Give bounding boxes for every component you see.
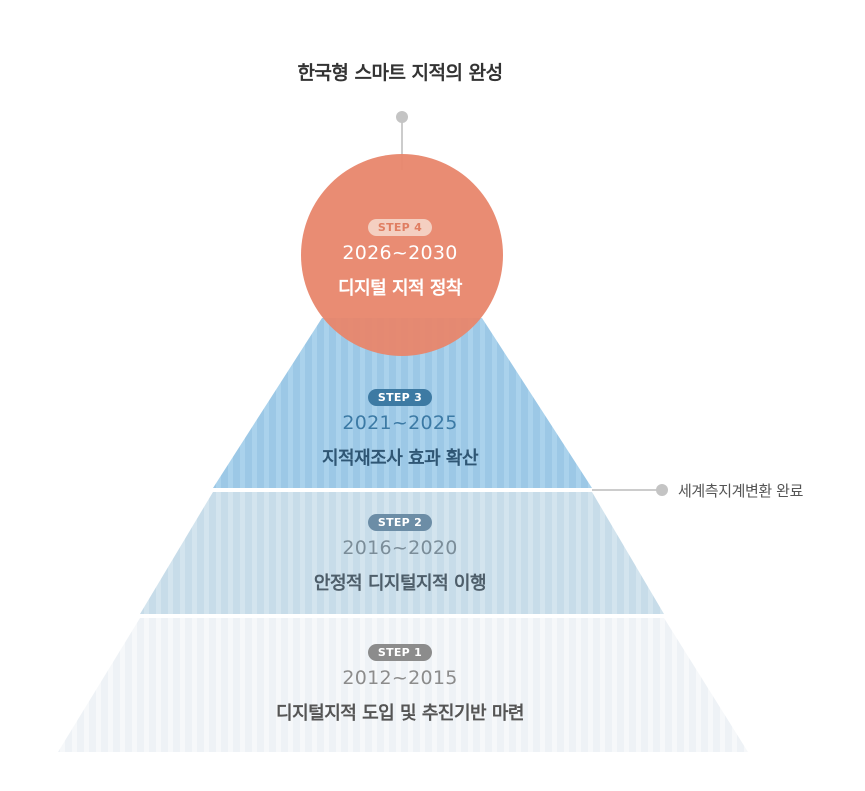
top-connector-dot [396, 111, 408, 123]
stage-step4: STEP 4 2026~2030 디지털 지적 정착 [0, 216, 800, 300]
side-annotation: 세계측지계변환 완료 [678, 482, 803, 500]
step-badge: STEP 2 [367, 514, 433, 531]
step4-circle [301, 154, 503, 356]
side-connector-dot [656, 484, 668, 496]
stage-step2: STEP 2 2016~2020 안정적 디지털지적 이행 [0, 511, 800, 595]
stage-goal: 지적재조사 효과 확산 [321, 448, 479, 469]
stage-goal: 디지털지적 도입 및 추진기반 마련 [276, 703, 524, 724]
step-badge: STEP 4 [367, 219, 433, 236]
stage-goal: 디지털 지적 정착 [338, 278, 462, 299]
stage-period: 2021~2025 [342, 412, 458, 434]
diagram-title: 한국형 스마트 지적의 완성 [297, 62, 503, 84]
pyramid-tier-step1 [58, 618, 748, 752]
stage-step1: STEP 1 2012~2015 디지털지적 도입 및 추진기반 마련 [0, 641, 800, 725]
stage-step3: STEP 3 2021~2025 지적재조사 효과 확산 [0, 386, 800, 470]
step-badge: STEP 3 [367, 389, 433, 406]
stage-period: 2016~2020 [342, 537, 458, 559]
step-badge: STEP 1 [367, 644, 433, 661]
pyramid-tier-step2 [140, 492, 664, 614]
stage-period: 2012~2015 [342, 667, 458, 689]
stage-goal: 안정적 디지털지적 이행 [313, 573, 487, 594]
stage-period: 2026~2030 [342, 242, 458, 264]
